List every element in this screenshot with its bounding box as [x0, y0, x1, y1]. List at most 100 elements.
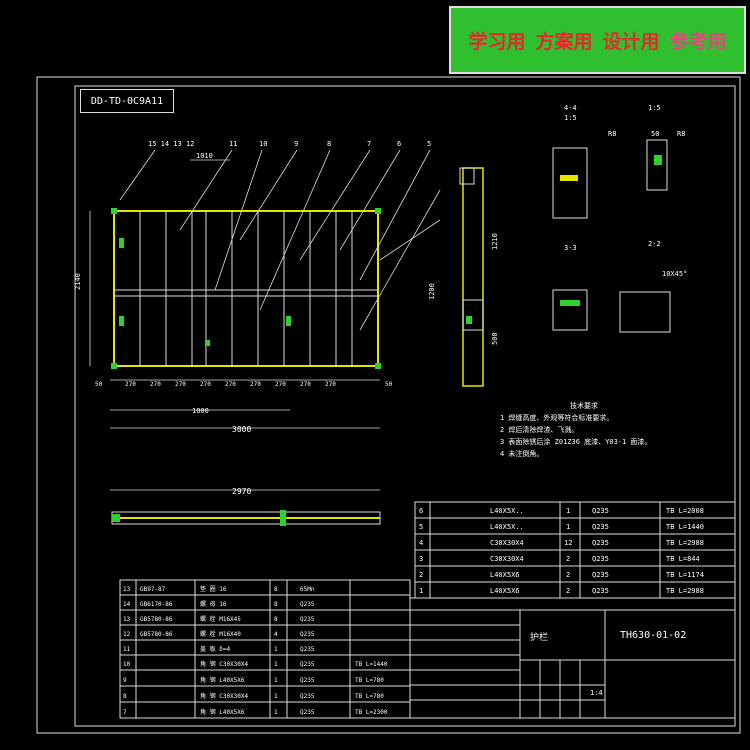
svg-text:Q235: Q235	[592, 523, 609, 531]
svg-text:270: 270	[200, 381, 211, 388]
parts-table-right	[414, 501, 736, 599]
sheet-border	[36, 76, 741, 734]
svg-text:角 钢 C30X30X4: 角 钢 C30X30X4	[200, 692, 249, 700]
svg-text:TB L=780: TB L=780	[355, 677, 384, 684]
svg-text:15 14 13 12: 15 14 13 12	[148, 140, 194, 148]
svg-text:角 钢 L40X5X6: 角 钢 L40X5X6	[200, 676, 245, 684]
svg-text:TB L=2988: TB L=2988	[666, 587, 704, 595]
svg-text:Q235: Q235	[592, 507, 609, 515]
svg-text:11: 11	[123, 646, 131, 653]
title-block	[409, 597, 736, 719]
svg-text:Q235: Q235	[300, 631, 315, 638]
svg-text:6: 6	[419, 507, 423, 515]
svg-text:TB L=1174: TB L=1174	[666, 571, 704, 579]
svg-text:Q235: Q235	[592, 555, 609, 563]
svg-text:TB L=2300: TB L=2300	[355, 709, 388, 716]
side-view	[462, 167, 484, 387]
svg-text:3000: 3000	[232, 425, 251, 434]
svg-text:TB L=1440: TB L=1440	[355, 661, 388, 668]
svg-text:5: 5	[427, 140, 431, 148]
svg-text:L40X5X..: L40X5X..	[490, 523, 524, 531]
svg-text:角 钢 L40X5X6: 角 钢 L40X5X6	[200, 708, 245, 716]
svg-text:10X45°: 10X45°	[662, 270, 687, 278]
svg-text:1: 1	[274, 693, 278, 700]
svg-text:270: 270	[275, 381, 286, 388]
svg-text:R8: R8	[677, 130, 685, 138]
inner-border	[74, 85, 736, 727]
svg-text:9: 9	[294, 140, 298, 148]
svg-text:3: 3	[419, 555, 423, 563]
svg-text:500: 500	[491, 332, 499, 345]
svg-text:L40X5X..: L40X5X..	[490, 507, 524, 515]
note-item: 4 未注倒角。	[500, 450, 544, 458]
drawing-ref-box: DD-TD-0C9A11	[80, 89, 174, 113]
svg-text:1000: 1000	[192, 407, 209, 415]
svg-text:2: 2	[419, 571, 423, 579]
svg-text:Q235: Q235	[592, 539, 609, 547]
svg-text:1200: 1200	[428, 283, 436, 300]
svg-text:4-4: 4-4	[564, 104, 577, 112]
note-item: 2 焊后清除焊渣、飞溅。	[500, 426, 579, 434]
svg-text:Q235: Q235	[300, 661, 315, 668]
svg-text:1:4: 1:4	[590, 689, 603, 697]
svg-text:1: 1	[274, 709, 278, 716]
svg-text:L40X5X6: L40X5X6	[490, 571, 520, 579]
svg-text:2-2: 2-2	[648, 240, 661, 248]
svg-text:2: 2	[566, 555, 570, 563]
svg-text:50: 50	[651, 130, 659, 138]
svg-text:2970: 2970	[232, 487, 251, 496]
svg-text:GB6170-86: GB6170-86	[140, 601, 173, 608]
parts-table-left	[119, 579, 411, 719]
dimension-lines	[89, 159, 380, 491]
svg-text:TB L=780: TB L=780	[355, 693, 384, 700]
svg-text:C30X30X4: C30X30X4	[490, 539, 524, 547]
svg-text:7: 7	[123, 709, 127, 716]
svg-text:GB97-87: GB97-87	[140, 586, 166, 593]
svg-text:1: 1	[419, 587, 423, 595]
svg-text:7: 7	[367, 140, 371, 148]
svg-text:C30X30X4: C30X30X4	[490, 555, 524, 563]
svg-text:1: 1	[274, 661, 278, 668]
svg-text:13: 13	[123, 616, 131, 623]
svg-text:R8: R8	[608, 130, 616, 138]
svg-text:螺 栓 M16X45: 螺 栓 M16X45	[200, 615, 241, 623]
svg-text:9: 9	[123, 677, 127, 684]
svg-text:11: 11	[229, 140, 237, 148]
svg-text:14: 14	[123, 601, 131, 608]
svg-text:TB L=844: TB L=844	[666, 555, 700, 563]
svg-text:8: 8	[327, 140, 331, 148]
banner-item-plan: 方案用	[535, 30, 593, 53]
note-item: 1 焊缝高度、外观等符合标准要求。	[500, 414, 614, 422]
svg-text:TB L=1440: TB L=1440	[666, 523, 704, 531]
vertical-bars	[139, 211, 353, 366]
svg-text:TB L=2988: TB L=2988	[666, 539, 704, 547]
svg-text:护栏: 护栏	[530, 631, 548, 643]
svg-text:4: 4	[419, 539, 423, 547]
svg-text:GB5780-86: GB5780-86	[140, 631, 173, 638]
svg-text:8: 8	[274, 601, 278, 608]
svg-text:TH630-01-02: TH630-01-02	[620, 630, 686, 641]
svg-text:Q235: Q235	[300, 646, 315, 653]
svg-text:螺 母 16: 螺 母 16	[200, 600, 227, 608]
svg-text:2: 2	[566, 587, 570, 595]
svg-text:12: 12	[564, 539, 572, 547]
banner-item-study: 学习用	[468, 30, 526, 53]
svg-text:螺 栓 M16X40: 螺 栓 M16X40	[200, 630, 241, 638]
svg-text:1: 1	[274, 646, 278, 653]
svg-text:Q235: Q235	[300, 693, 315, 700]
svg-text:4: 4	[274, 631, 278, 638]
bottom-dims: 50 270 270 270 270 270 270 270 270 270 5…	[95, 381, 393, 388]
svg-text:2140: 2140	[74, 273, 82, 290]
banner-item-design: 设计用	[602, 30, 660, 53]
watermark-banner: 学习用 方案用 设计用 参考用	[449, 6, 746, 74]
svg-text:270: 270	[175, 381, 186, 388]
svg-text:8: 8	[274, 616, 278, 623]
svg-text:1: 1	[566, 523, 570, 531]
svg-text:TB L=2008: TB L=2008	[666, 507, 704, 515]
svg-text:1010: 1010	[196, 152, 213, 160]
svg-text:1: 1	[566, 507, 570, 515]
svg-text:3-3: 3-3	[564, 244, 577, 252]
svg-text:270: 270	[150, 381, 161, 388]
svg-text:10: 10	[259, 140, 267, 148]
